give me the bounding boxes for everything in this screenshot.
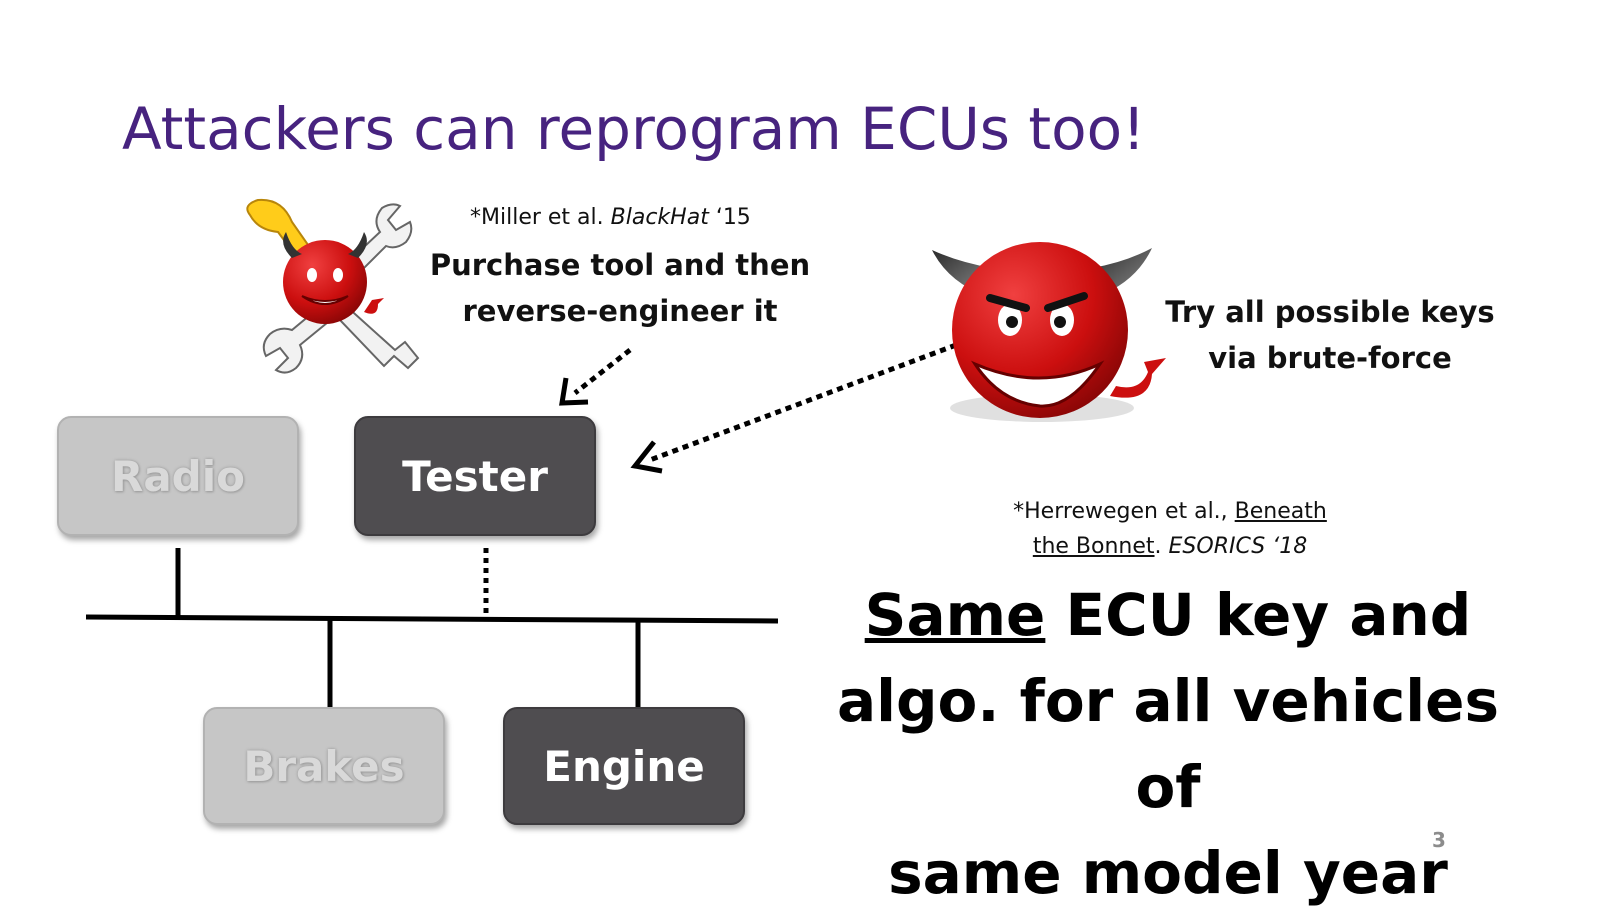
key-statement-line3: same model year xyxy=(888,839,1448,907)
citation-miller-prefix: *Miller et al. xyxy=(470,205,611,230)
citation-miller-venue: BlackHat xyxy=(610,205,709,230)
arrow-purchase xyxy=(559,348,632,406)
citation-herrewegen: *Herrewegen et al., Beneath the Bonnet. … xyxy=(960,494,1380,564)
arrow-bruteforce xyxy=(630,342,957,474)
slide-title: Attackers can reprogram ECUs too! xyxy=(122,95,1146,163)
ecu-radio[interactable]: Radio xyxy=(57,416,299,536)
key-statement: Same ECU key and algo. for all vehicles … xyxy=(818,572,1518,916)
citation-herrewegen-prefix: *Herrewegen et al., xyxy=(1013,499,1235,524)
citation-herrewegen-venue: ESORICS ‘18 xyxy=(1168,534,1308,559)
devil-with-tools-icon xyxy=(246,198,420,374)
citation-miller: *Miller et al. BlackHat ‘15 xyxy=(470,205,751,230)
key-statement-emph: Same xyxy=(864,581,1046,649)
callout-purchase-line1: Purchase tool and then xyxy=(429,248,811,282)
can-bus xyxy=(85,548,779,725)
ecu-engine[interactable]: Engine xyxy=(503,707,745,825)
ecu-brakes[interactable]: Brakes xyxy=(203,707,445,825)
callout-purchase-line2: reverse-engineer it xyxy=(462,294,778,328)
page-number: 3 xyxy=(1432,828,1446,852)
citation-miller-year: ‘15 xyxy=(708,205,751,230)
callout-bruteforce-line2: via brute-force xyxy=(1208,341,1452,375)
devil-face-icon xyxy=(932,242,1166,422)
citation-herrewegen-link-cont[interactable]: the Bonnet xyxy=(1032,534,1155,559)
citation-herrewegen-sep: . xyxy=(1154,534,1169,559)
callout-bruteforce: Try all possible keys via brute-force xyxy=(1160,289,1500,381)
callout-bruteforce-line1: Try all possible keys xyxy=(1165,295,1495,329)
key-statement-line2: algo. for all vehicles of xyxy=(836,667,1499,821)
ecu-tester[interactable]: Tester xyxy=(354,416,596,536)
callout-purchase: Purchase tool and then reverse-engineer … xyxy=(425,242,815,334)
key-statement-line1: ECU key and xyxy=(1045,581,1472,649)
citation-herrewegen-link[interactable]: Beneath xyxy=(1234,499,1327,524)
